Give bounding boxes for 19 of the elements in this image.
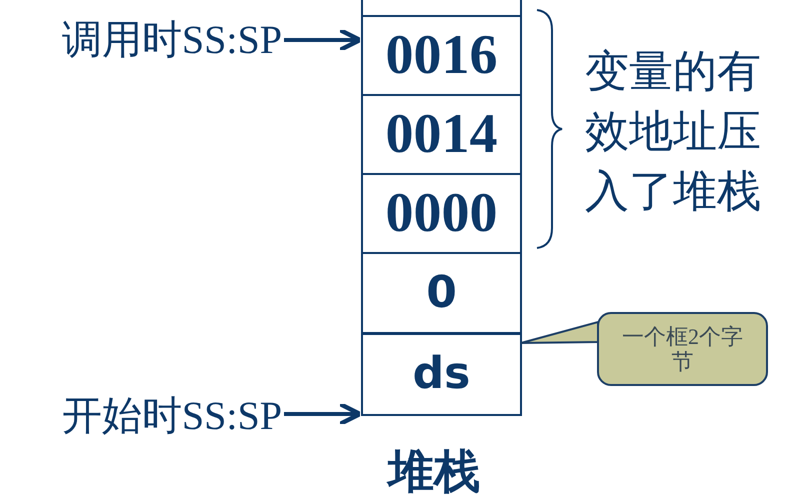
cell-value: 0000 <box>386 181 498 246</box>
stack-caption: 堆栈 <box>388 444 481 498</box>
stack-cell-frame <box>361 94 522 175</box>
arrow <box>284 402 362 426</box>
callout-tail <box>520 320 599 344</box>
brace-note: 变量的有效地址压入了堆栈 <box>585 45 762 219</box>
cell-value: 0014 <box>386 102 498 167</box>
pointer-label: 开始时SS:SP <box>62 393 282 439</box>
pointer-label: 调用时SS:SP <box>62 17 282 63</box>
stack-cell-frame <box>361 252 522 334</box>
stack-cell-frame <box>361 333 522 416</box>
cell-value: 0 <box>426 268 457 318</box>
cell-value: ds <box>412 349 470 400</box>
callout-bubble-frame <box>597 312 768 386</box>
arrow <box>284 28 362 52</box>
cell-value: 0016 <box>386 23 498 88</box>
stack-cell-frame <box>361 173 522 254</box>
stack-cell-frame <box>361 15 522 96</box>
callout-text: 一个框2个字节 <box>621 324 744 374</box>
